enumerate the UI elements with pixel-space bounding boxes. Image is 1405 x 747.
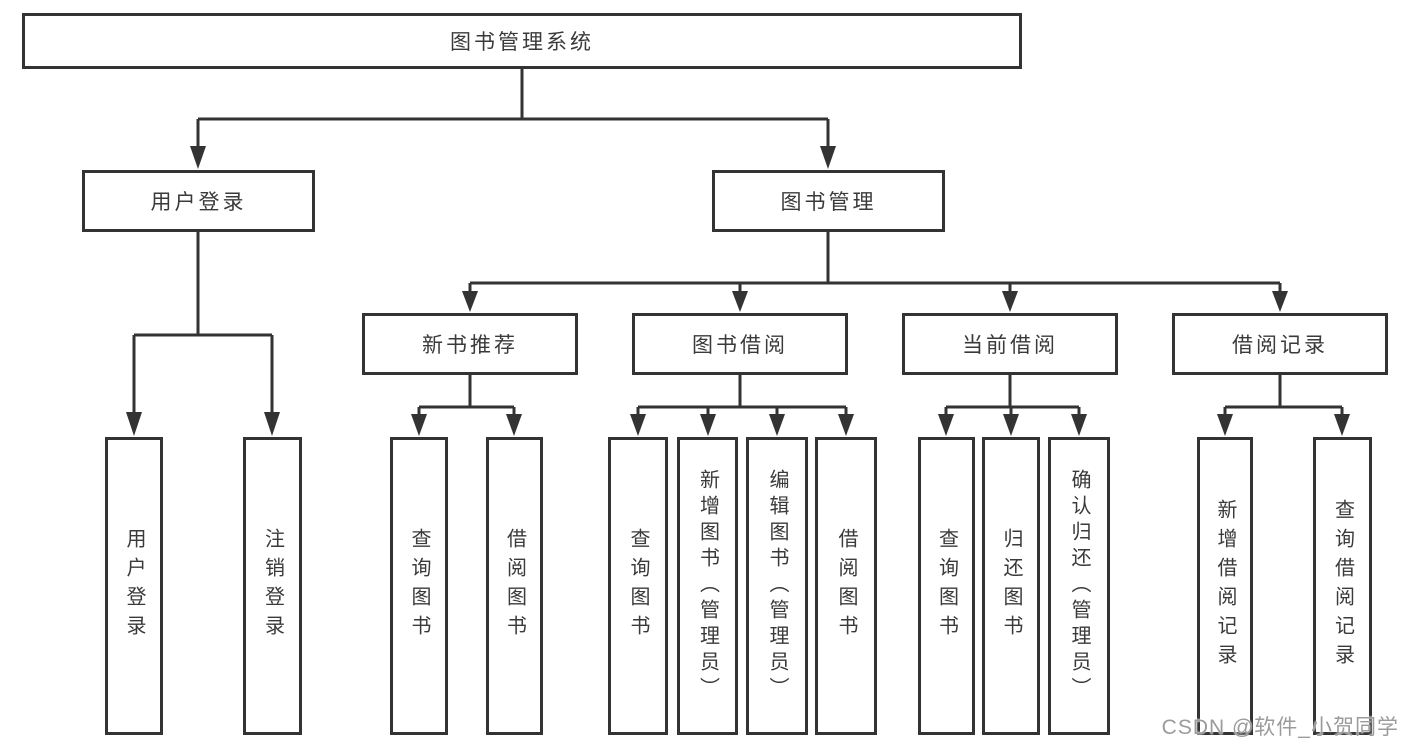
leaf-query-borrow-record: 查询借阅记录 [1313, 437, 1372, 735]
connector-borrow-records-to-children [1217, 375, 1350, 436]
node-book-management: 图书管理 [712, 170, 945, 232]
connector-user-login-to-children [126, 232, 280, 436]
leaf-add-borrow-record: 新增借阅记录 [1197, 437, 1253, 735]
node-current-borrow-label: 当前借阅 [962, 334, 1058, 357]
leaf-query-borrow-record-label: 查询借阅记录 [1331, 499, 1354, 673]
leaf-borrow-books-label: 借阅图书 [835, 528, 857, 644]
leaf-borrow-books-recommend-label: 借阅图书 [503, 528, 526, 644]
leaf-return-book: 归还图书 [982, 437, 1040, 735]
csdn-watermark: CSDN @软件_小贺同学 [1161, 716, 1399, 739]
leaf-add-book-admin: 新增图书（管理员） [677, 437, 738, 735]
leaf-add-book-admin-label: 新增图书（管理员） [696, 469, 719, 703]
leaf-edit-book-admin: 编辑图书（管理员） [746, 437, 808, 735]
leaf-user-login-label: 用户登录 [123, 528, 145, 644]
leaf-logout: 注销登录 [243, 437, 302, 735]
node-borrow-records: 借阅记录 [1172, 313, 1388, 375]
connector-current-borrow-to-children [938, 375, 1087, 436]
node-borrow-records-label: 借阅记录 [1232, 334, 1328, 357]
leaf-confirm-return-admin: 确认归还（管理员） [1048, 437, 1110, 735]
leaf-confirm-return-admin-label: 确认归还（管理员） [1068, 469, 1090, 703]
node-user-login-label: 用户登录 [150, 191, 247, 214]
leaf-query-books-borrow: 查询图书 [608, 437, 668, 735]
connector-book-management-to-level3 [462, 232, 1288, 312]
node-user-login: 用户登录 [82, 170, 315, 232]
connector-new-book-recommend-to-children [411, 375, 522, 436]
connector-book-borrow-to-children [630, 375, 854, 436]
leaf-query-books-current-label: 查询图书 [935, 528, 958, 644]
leaf-query-books-recommend-label: 查询图书 [408, 528, 430, 644]
node-root: 图书管理系统 [22, 13, 1022, 69]
leaf-query-books-recommend: 查询图书 [390, 437, 448, 735]
node-book-borrow-label: 图书借阅 [692, 334, 788, 357]
leaf-edit-book-admin-label: 编辑图书（管理员） [766, 469, 788, 703]
leaf-borrow-books-recommend: 借阅图书 [486, 437, 543, 735]
leaf-user-login: 用户登录 [105, 437, 163, 735]
node-book-management-label: 图书管理 [780, 191, 877, 214]
leaf-query-books-current: 查询图书 [918, 437, 975, 735]
leaf-borrow-books: 借阅图书 [815, 437, 877, 735]
leaf-query-books-borrow-label: 查询图书 [627, 528, 649, 644]
connector-root-to-level2 [190, 69, 836, 169]
node-new-book-recommend-label: 新书推荐 [422, 334, 518, 357]
leaf-logout-label: 注销登录 [261, 528, 284, 644]
node-book-borrow: 图书借阅 [632, 313, 848, 375]
node-new-book-recommend: 新书推荐 [362, 313, 578, 375]
leaf-add-borrow-record-label: 新增借阅记录 [1214, 499, 1236, 673]
leaf-return-book-label: 归还图书 [1000, 528, 1022, 644]
node-current-borrow: 当前借阅 [902, 313, 1118, 375]
node-root-label: 图书管理系统 [450, 31, 594, 54]
